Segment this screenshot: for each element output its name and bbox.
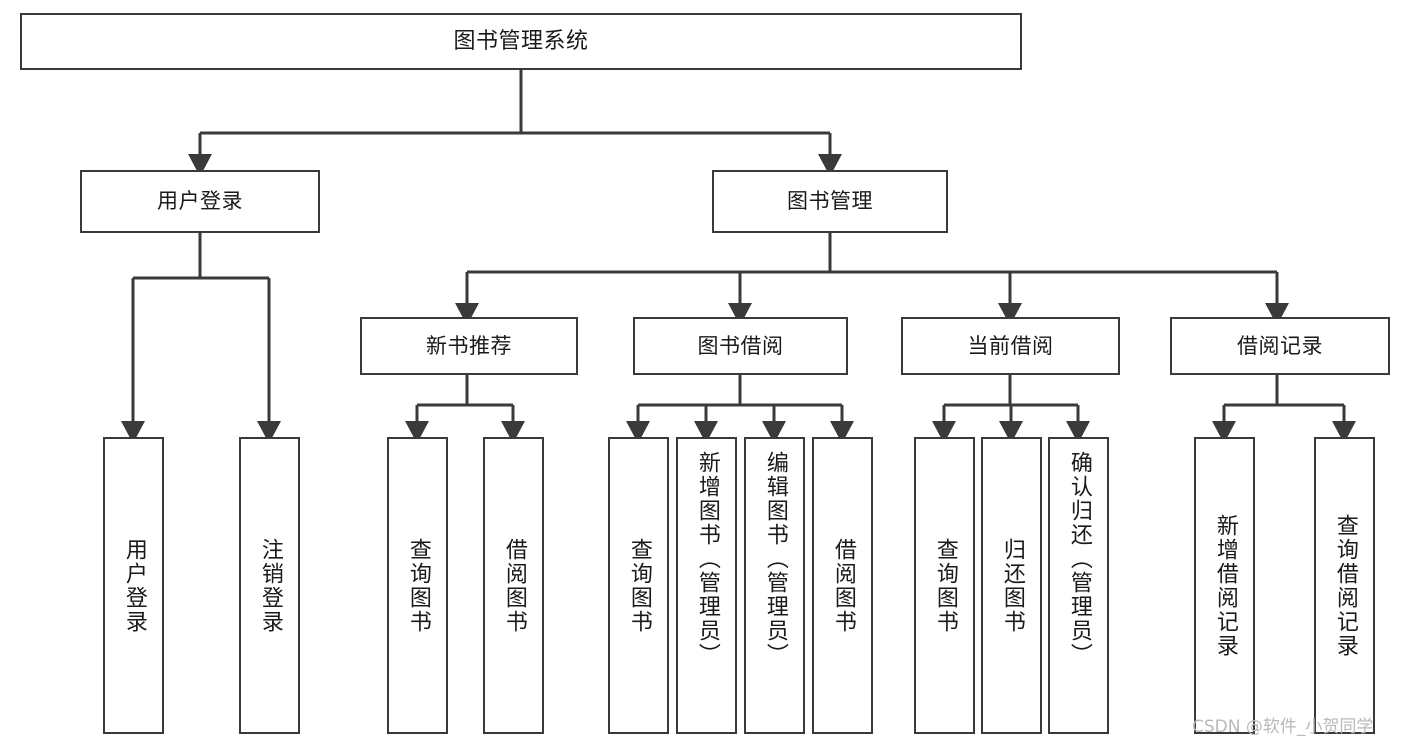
leaf-record-add-borrow-record[interactable]: 新增借阅记录: [1194, 437, 1255, 734]
leaf-borrow-query-book[interactable]: 查询图书: [608, 437, 669, 734]
node-label: 图书借阅: [697, 333, 784, 358]
leaf-borrow-add-book-admin[interactable]: 新增图书（管理员）: [676, 437, 737, 734]
leaf-user-login[interactable]: 用户登录: [103, 437, 164, 734]
node-label: 编辑图书（管理员）: [762, 451, 788, 667]
csdn-watermark: CSDN @软件_小贺同学: [1192, 717, 1374, 737]
node-label: 借阅图书: [830, 537, 856, 634]
leaf-user-logout[interactable]: 注销登录: [239, 437, 300, 734]
node-label: 借阅图书: [501, 537, 527, 634]
node-current-borrow[interactable]: 当前借阅: [901, 317, 1120, 375]
node-book-management[interactable]: 图书管理: [712, 170, 948, 233]
leaf-current-confirm-return-admin[interactable]: 确认归还（管理员）: [1048, 437, 1109, 734]
node-label: 注销登录: [257, 537, 283, 634]
leaf-record-query-borrow-record[interactable]: 查询借阅记录: [1314, 437, 1375, 734]
leaf-recommend-query-book[interactable]: 查询图书: [387, 437, 448, 734]
node-label: 借阅记录: [1237, 333, 1323, 358]
leaf-current-return-book[interactable]: 归还图书: [981, 437, 1042, 734]
leaf-borrow-borrow-book[interactable]: 借阅图书: [812, 437, 873, 734]
node-label: 用户登录: [157, 189, 243, 214]
node-label: 归还图书: [999, 537, 1025, 634]
leaf-current-query-book[interactable]: 查询图书: [914, 437, 975, 734]
node-book-borrow[interactable]: 图书借阅: [633, 317, 848, 375]
node-label: 图书管理: [787, 189, 873, 214]
node-root-system[interactable]: 图书管理系统: [20, 13, 1022, 70]
node-label: 查询借阅记录: [1332, 513, 1358, 658]
node-label: 图书管理系统: [453, 28, 589, 54]
node-label: 确认归还（管理员）: [1066, 451, 1092, 667]
node-new-book-recommend[interactable]: 新书推荐: [360, 317, 578, 375]
node-label: 新增图书（管理员）: [694, 451, 720, 667]
node-label: 用户登录: [121, 537, 147, 634]
node-label: 新书推荐: [426, 333, 512, 358]
node-label: 查询图书: [932, 537, 958, 634]
node-label: 查询图书: [626, 537, 652, 634]
node-label: 当前借阅: [967, 333, 1054, 358]
node-label: 新增借阅记录: [1212, 513, 1238, 658]
node-label: 查询图书: [405, 537, 431, 634]
leaf-borrow-edit-book-admin[interactable]: 编辑图书（管理员）: [744, 437, 805, 734]
leaf-recommend-borrow-book[interactable]: 借阅图书: [483, 437, 544, 734]
node-user-login[interactable]: 用户登录: [80, 170, 320, 233]
node-borrow-record[interactable]: 借阅记录: [1170, 317, 1390, 375]
